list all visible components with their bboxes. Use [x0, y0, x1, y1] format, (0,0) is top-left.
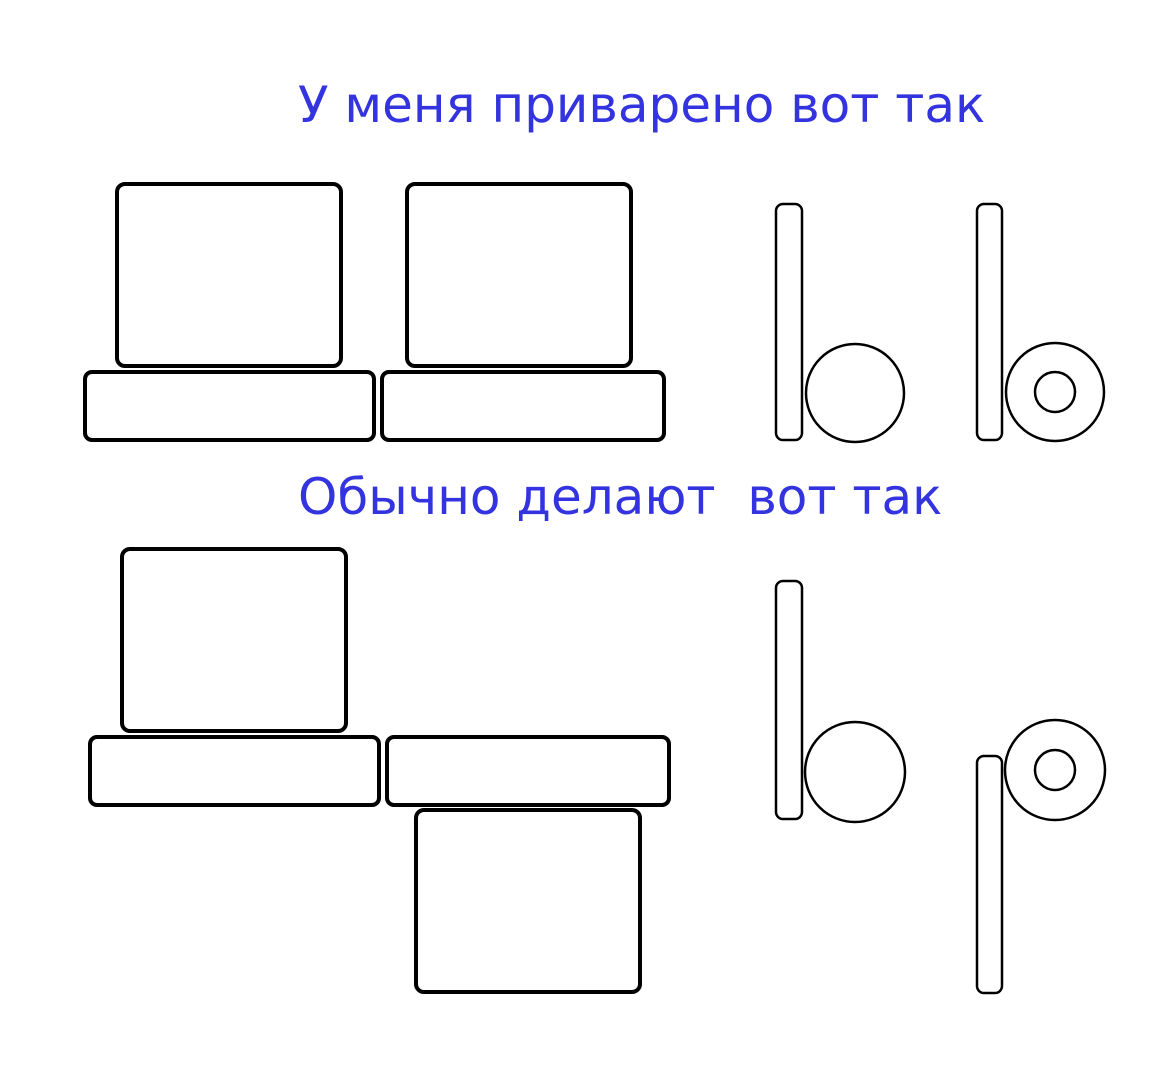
bottom-front-view [88, 547, 671, 994]
bottom-left-base-plate [88, 735, 381, 807]
top-front-view [83, 182, 666, 442]
top-right-base-plate [380, 370, 666, 442]
top-left-base-plate [83, 370, 376, 442]
caption-usual-welding: Обычно делают вот так [298, 468, 943, 526]
top-vertical-bar-1 [774, 202, 804, 442]
bottom-right-base-plate [385, 735, 671, 807]
bottom-tube-inner [1033, 748, 1077, 792]
top-side-view-tube [975, 202, 1106, 443]
bottom-vertical-bar-2 [975, 754, 1004, 995]
top-tube-inner [1033, 370, 1077, 414]
top-side-view-solid [774, 202, 906, 444]
bottom-left-upper-block [120, 547, 348, 733]
caption-my-welding: У меня приварено вот так [298, 76, 986, 134]
bottom-vertical-bar-1 [774, 579, 804, 821]
top-vertical-bar-2 [975, 202, 1004, 442]
bottom-side-view-tube [975, 718, 1107, 995]
bottom-right-lower-block [414, 808, 642, 994]
top-left-upper-block [115, 182, 343, 368]
top-round-rod [804, 342, 906, 444]
bottom-round-rod [803, 720, 907, 824]
top-right-upper-block [405, 182, 633, 368]
bottom-side-view-solid [774, 579, 907, 824]
